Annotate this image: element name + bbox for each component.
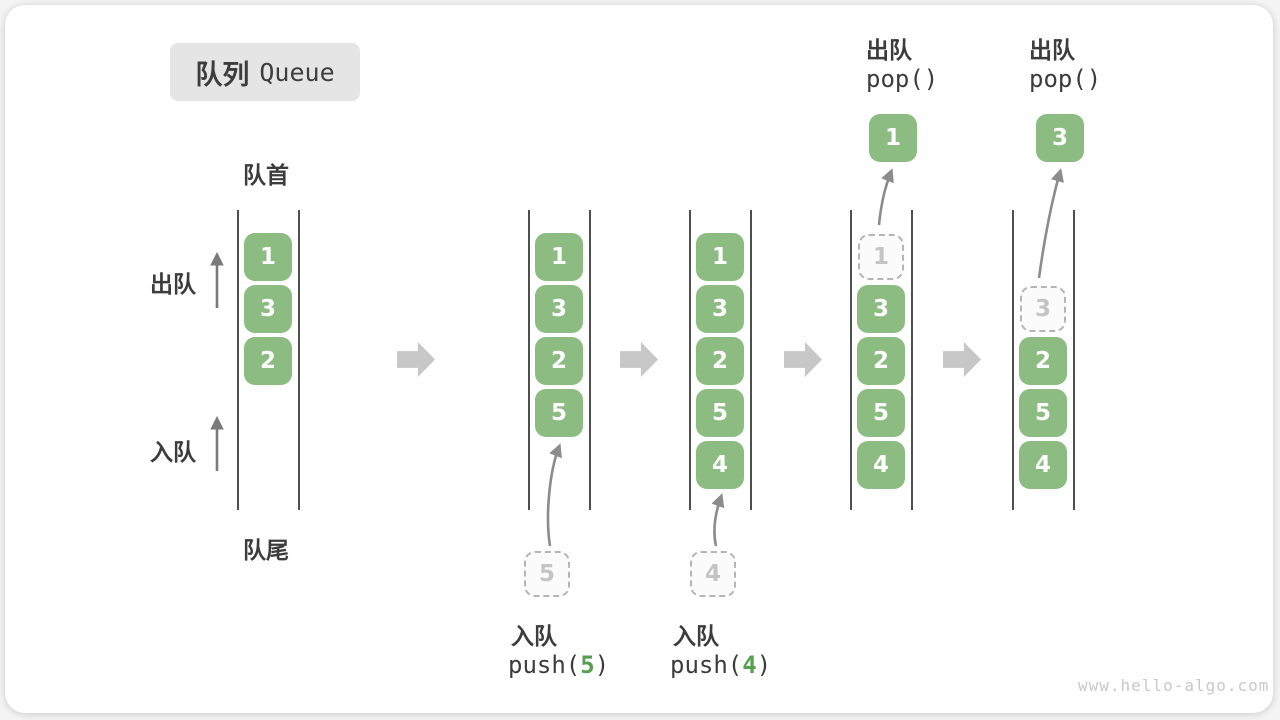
dequeue-op-label: 出队: [866, 37, 912, 63]
removed-ghost-box: 3: [1020, 286, 1066, 332]
queue-box: 5: [535, 389, 583, 437]
queue-box: 2: [244, 337, 292, 385]
front-label: 队首: [243, 162, 289, 188]
queue-box: 2: [1019, 337, 1067, 385]
watermark: www.hello-algo.com: [1078, 676, 1270, 695]
enqueue-op-label: 入队: [673, 623, 719, 649]
queue-wall: [589, 210, 591, 510]
queue-box: 2: [857, 337, 905, 385]
title-en: Queue: [259, 57, 335, 87]
enqueue-op-code: push(4): [670, 651, 771, 679]
queue-box: 4: [857, 441, 905, 489]
queue-box: 3: [535, 285, 583, 333]
popped-box: 1: [869, 114, 917, 162]
code-prefix: push(: [670, 651, 743, 679]
enqueue-side-label: 入队: [150, 439, 196, 465]
queue-wall: [850, 210, 852, 510]
popped-box: 3: [1036, 114, 1084, 162]
queue-box: 3: [696, 285, 744, 333]
queue-wall: [750, 210, 752, 510]
rear-label: 队尾: [243, 537, 289, 563]
queue-box: 5: [857, 389, 905, 437]
incoming-ghost-box: 5: [524, 551, 570, 597]
queue-wall: [911, 210, 913, 510]
dequeue-side-label: 出队: [150, 271, 196, 297]
enqueue-op-label: 入队: [511, 623, 557, 649]
queue-box: 4: [696, 441, 744, 489]
dequeue-op-label: 出队: [1029, 37, 1075, 63]
queue-box: 2: [535, 337, 583, 385]
queue-box: 2: [696, 337, 744, 385]
incoming-ghost-box: 4: [690, 551, 736, 597]
queue-wall: [689, 210, 691, 510]
enqueue-op-code: push(5): [508, 651, 609, 679]
dequeue-op-code: pop(): [1029, 65, 1102, 93]
queue-wall: [528, 210, 530, 510]
code-suffix: ): [594, 651, 610, 679]
queue-wall: [1073, 210, 1075, 510]
dequeue-op-code: pop(): [866, 65, 939, 93]
removed-ghost-box: 1: [858, 234, 904, 280]
queue-wall: [1012, 210, 1014, 510]
queue-box: 4: [1019, 441, 1067, 489]
code-arg: 5: [580, 651, 595, 679]
queue-box: 5: [1019, 389, 1067, 437]
queue-box: 1: [244, 233, 292, 281]
title-badge: 队列 Queue: [170, 43, 360, 101]
queue-box: 1: [535, 233, 583, 281]
queue-wall: [298, 210, 300, 510]
queue-wall: [237, 210, 239, 510]
queue-box: 1: [696, 233, 744, 281]
queue-box: 3: [857, 285, 905, 333]
title-zh: 队列: [195, 59, 250, 90]
code-suffix: ): [756, 651, 772, 679]
code-arg: 4: [742, 651, 757, 679]
queue-box: 5: [696, 389, 744, 437]
code-prefix: push(: [508, 651, 581, 679]
queue-box: 3: [244, 285, 292, 333]
